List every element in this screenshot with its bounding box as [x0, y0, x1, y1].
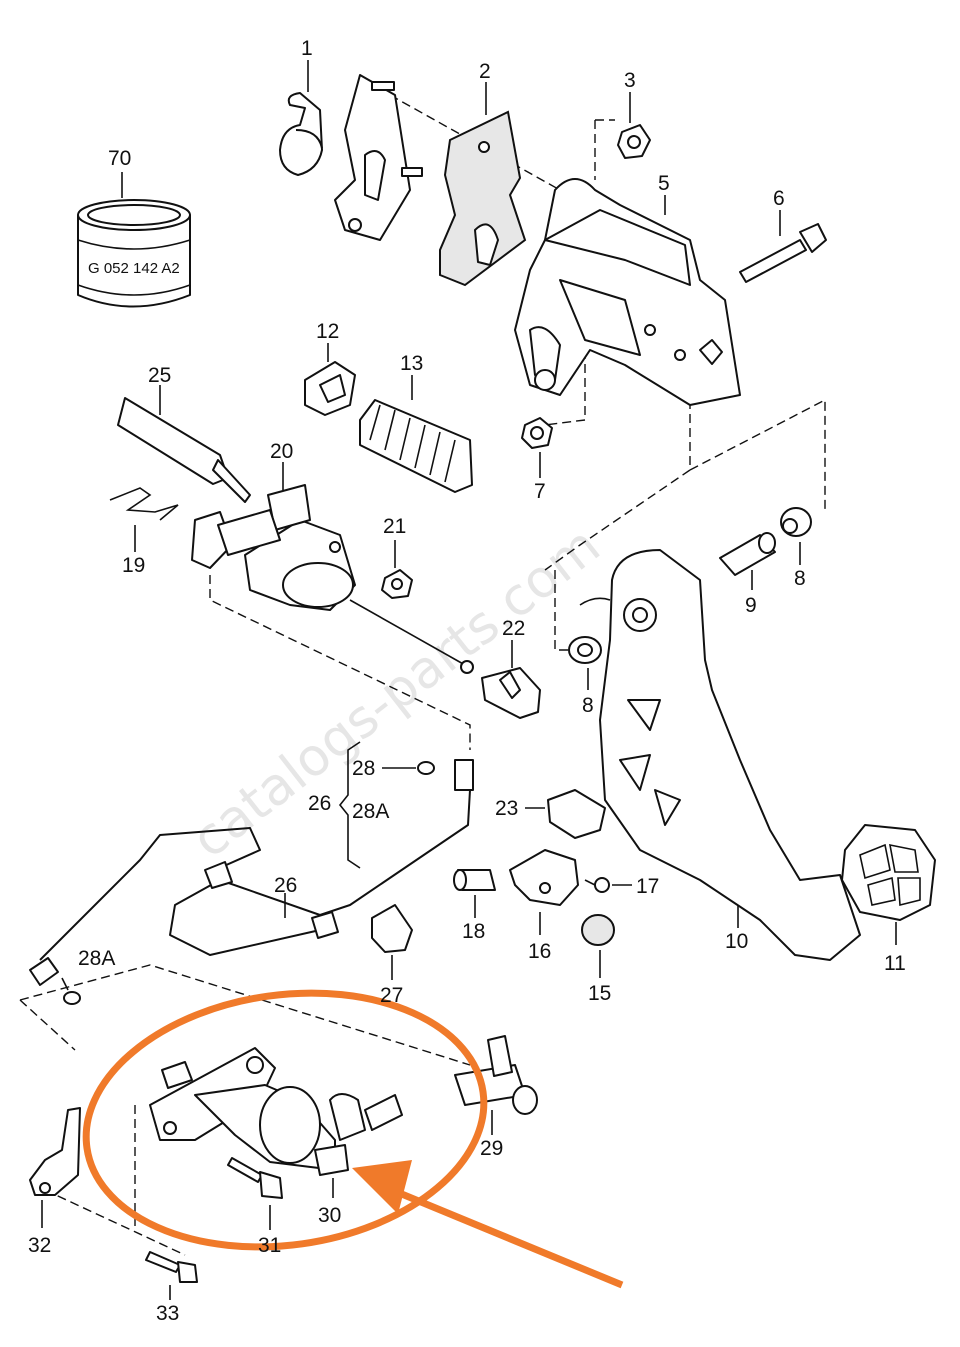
part-10-clutch-pedal — [579, 549, 861, 961]
part-11-pedal-pad — [841, 824, 936, 945]
part-23-cap — [525, 789, 606, 839]
label-11: 11 — [884, 952, 906, 975]
part-9-bushing — [719, 532, 776, 590]
part-7-nut — [521, 417, 553, 478]
assembly-guides — [19, 94, 826, 1256]
part-21-nut — [381, 540, 413, 599]
part-25-cable — [117, 385, 251, 503]
part-17-screw — [584, 877, 632, 893]
bracket-plate — [334, 74, 423, 241]
label-25: 25 — [148, 364, 171, 387]
label-23: 23 — [495, 797, 518, 820]
label-29: 29 — [480, 1137, 503, 1160]
part-28a-connector — [29, 957, 81, 1005]
highlight-arrowhead — [352, 1160, 412, 1214]
label-8-top: 8 — [794, 567, 806, 590]
part-13-spring — [359, 375, 473, 493]
label-13: 13 — [400, 352, 423, 375]
label-20: 20 — [270, 440, 293, 463]
label-10: 10 — [725, 930, 748, 953]
label-30: 30 — [318, 1204, 341, 1227]
part-15-cap — [581, 914, 615, 978]
highlight-arrow-shaft — [390, 1186, 624, 1289]
label-16: 16 — [528, 940, 551, 963]
part-19-spring-clip — [109, 487, 179, 552]
label-15: 15 — [588, 982, 611, 1005]
label-9: 9 — [745, 594, 757, 617]
label-31: 31 — [258, 1234, 281, 1257]
part-26-pipes — [39, 759, 474, 961]
label-28: 28 — [352, 757, 375, 780]
part-1-clip — [279, 60, 323, 176]
label-12: 12 — [316, 320, 339, 343]
part-marking-text: G 052 142 A2 — [88, 260, 180, 277]
label-28A: 28A — [78, 947, 115, 970]
part-8-spacer-bottom — [568, 636, 602, 690]
label-28A-brace: 28A — [352, 800, 389, 823]
label-1: 1 — [301, 37, 313, 60]
part-6-bolt — [739, 210, 827, 283]
part-8-spacer-top — [780, 507, 812, 565]
part-labels: 1 2 3 5 6 70 12 13 25 7 20 21 19 8 9 22 … — [28, 37, 906, 1325]
label-2: 2 — [479, 60, 491, 83]
part-20-master-cylinder — [191, 462, 474, 674]
part-2-gasket — [439, 82, 527, 287]
part-18-plug — [453, 869, 496, 918]
part-22-clip — [481, 640, 541, 719]
part-3-nut — [617, 92, 651, 159]
label-33: 33 — [156, 1302, 179, 1325]
part-12-clip — [304, 343, 356, 416]
label-26: 26 — [274, 874, 297, 897]
part-32-bracket — [29, 1107, 81, 1228]
label-27: 27 — [380, 984, 403, 1007]
label-19: 19 — [122, 554, 145, 577]
label-70: 70 — [108, 147, 131, 170]
label-3: 3 — [624, 69, 636, 92]
label-brace — [338, 741, 361, 869]
part-27-clip — [371, 904, 413, 980]
label-17: 17 — [636, 875, 659, 898]
label-5: 5 — [658, 172, 670, 195]
label-6: 6 — [773, 187, 785, 210]
highlight-callout — [82, 989, 624, 1289]
label-21: 21 — [383, 515, 406, 538]
label-8-bottom: 8 — [582, 694, 594, 717]
label-32: 32 — [28, 1234, 51, 1257]
part-31-bolt — [227, 1157, 283, 1230]
part-5-pedal-bracket — [514, 178, 741, 406]
part-33-bolt — [145, 1251, 198, 1300]
part-70-bushing: G 052 142 A2 — [77, 172, 191, 308]
part-28-washer — [382, 761, 435, 775]
part-30-slave-cylinder — [149, 1047, 403, 1198]
part-16-switch — [509, 849, 579, 935]
label-18: 18 — [462, 920, 485, 943]
label-26-brace: 26 — [308, 792, 331, 815]
label-7: 7 — [534, 480, 546, 503]
part-29-tee-fitting — [454, 1035, 538, 1135]
label-22: 22 — [502, 617, 525, 640]
highlight-ellipse — [82, 989, 488, 1251]
